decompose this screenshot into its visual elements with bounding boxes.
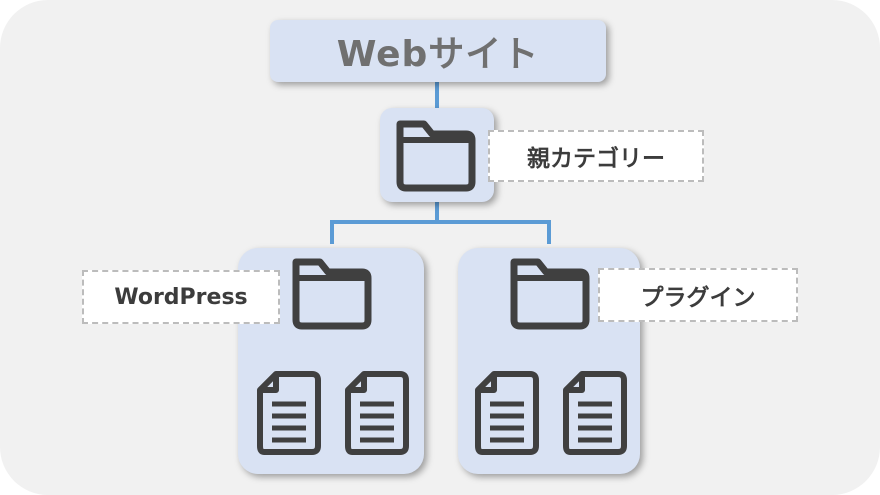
root-node: Webサイト — [270, 20, 606, 82]
child-category-label-wordpress-text: WordPress — [114, 284, 248, 310]
child-category-label-wordpress: WordPress — [82, 270, 280, 324]
document-icon — [566, 374, 624, 452]
document-icon — [260, 374, 318, 452]
folder-icon — [296, 262, 368, 326]
connector-parent-to-children — [330, 202, 551, 244]
parent-category-label: 親カテゴリー — [488, 130, 704, 182]
document-icon — [478, 374, 536, 452]
parent-category-label-text: 親カテゴリー — [527, 146, 665, 172]
child-category-label-plugin-text: プラグイン — [640, 285, 756, 311]
child-category-label-plugin: プラグイン — [598, 268, 798, 322]
document-icon — [348, 374, 406, 452]
folder-icon — [400, 124, 472, 188]
root-title: Webサイト — [336, 34, 540, 75]
folder-icon — [514, 262, 586, 326]
